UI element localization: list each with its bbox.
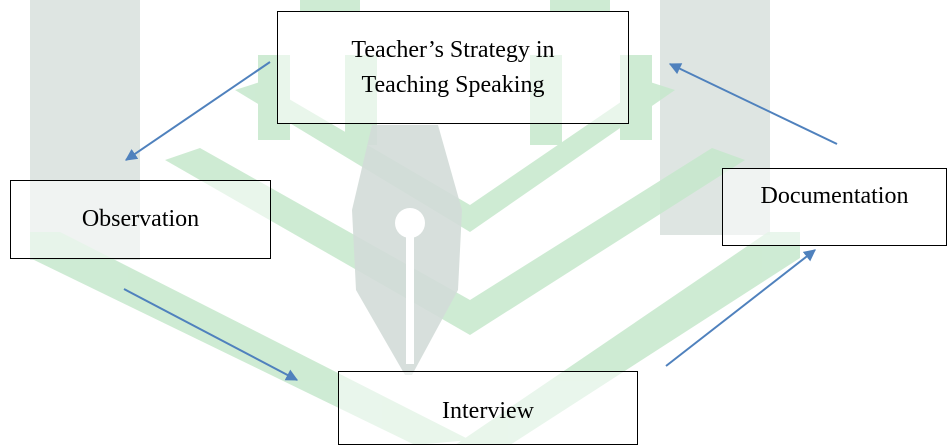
- arrow-observation-to-interview: [123, 288, 299, 381]
- arrow-documentation-to-main: [668, 63, 838, 145]
- node-observation-label: Observation: [81, 206, 200, 233]
- node-observation: Observation: [10, 180, 271, 259]
- arrow-interview-to-documentation: [665, 249, 816, 367]
- node-teachers-strategy-line1: Teacher’s Strategy in: [351, 36, 555, 63]
- node-interview-label: Interview: [442, 397, 534, 424]
- node-teachers-strategy-line2: Teaching Speaking: [361, 71, 545, 98]
- arrow-main-to-observation: [125, 61, 271, 161]
- node-documentation-label: Documentation: [760, 183, 909, 209]
- node-documentation: Documentation: [722, 168, 947, 246]
- node-interview: Interview: [338, 371, 638, 445]
- node-teachers-strategy: Teacher’s Strategy in Teaching Speaking: [277, 11, 629, 124]
- watermark-pen-nib: [352, 125, 462, 375]
